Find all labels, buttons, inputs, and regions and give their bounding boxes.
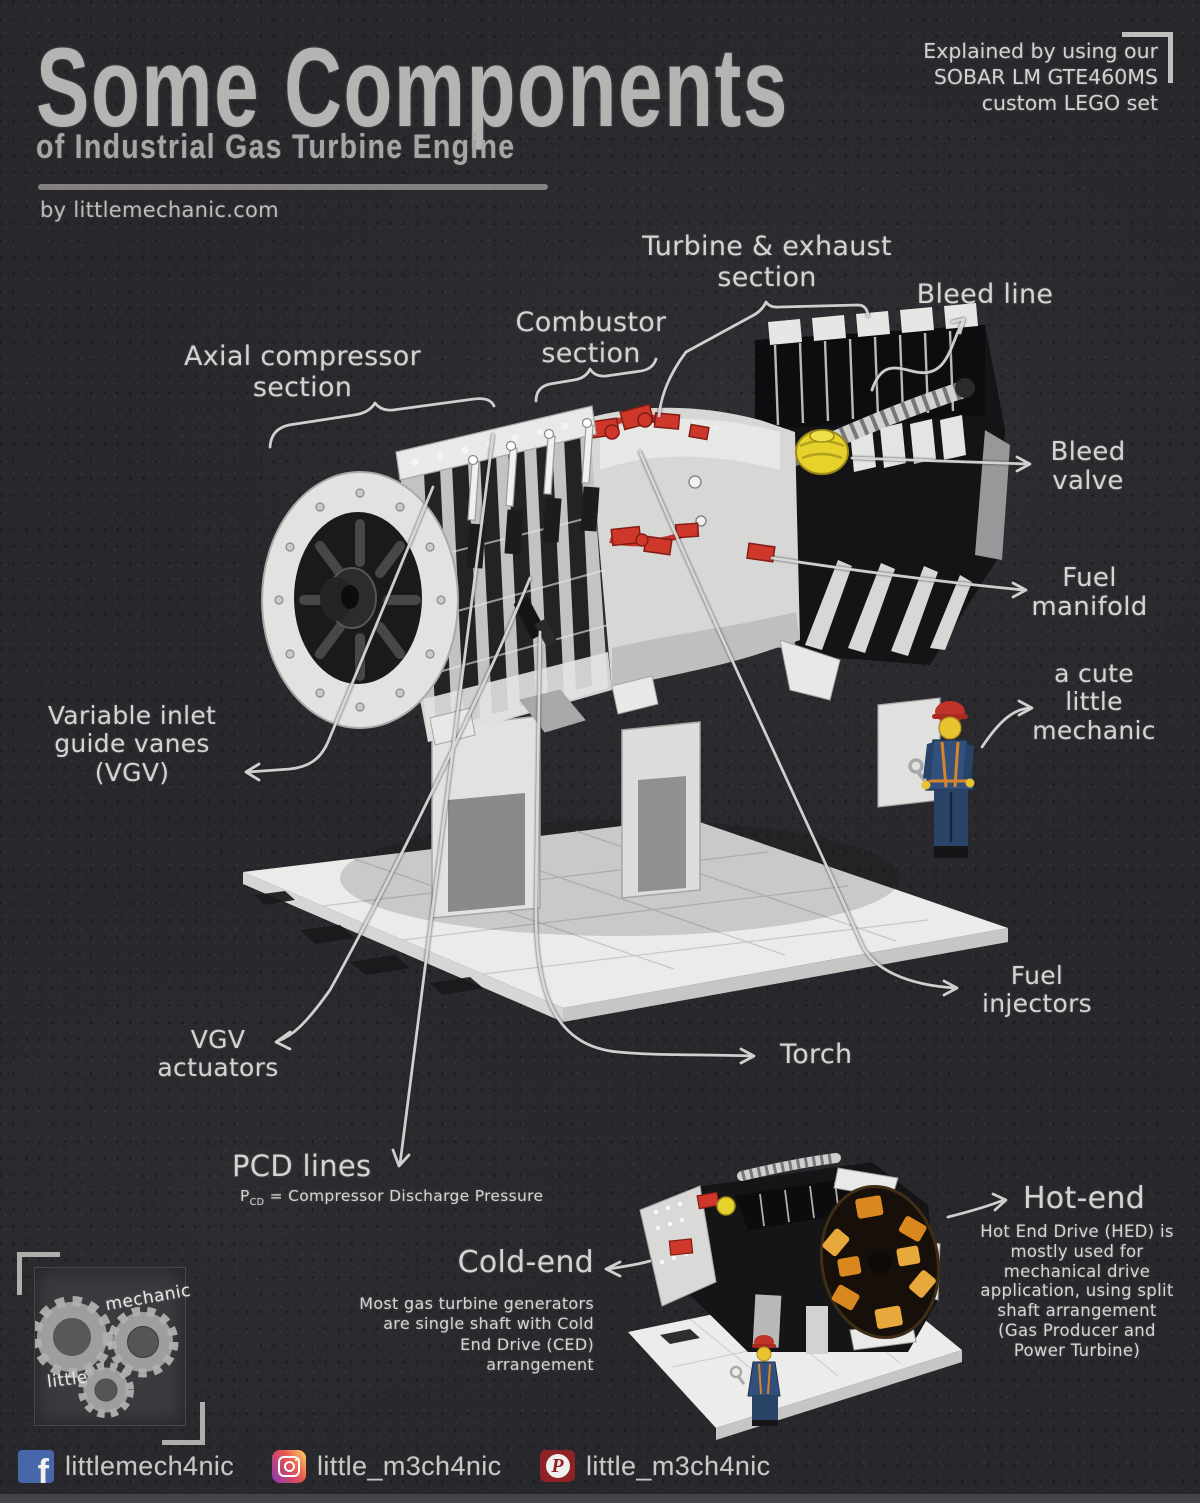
axial-compressor-brace (268, 397, 496, 449)
fuel-manifold-leader-line (770, 556, 1028, 599)
label-fuel-manifold: Fuel manifold (1031, 563, 1148, 623)
bleed-valve-knob (795, 429, 849, 475)
torch-igniter (513, 596, 558, 648)
engine-intake-face (261, 471, 459, 729)
hot-end-arrow (946, 1192, 1008, 1219)
combustor-section (588, 407, 800, 690)
bleed-valve-leader-line (850, 455, 1032, 473)
engine-stands (431, 697, 941, 919)
pinterest-icon: P (540, 1450, 575, 1482)
label-combustor-section: Combustor section (515, 307, 667, 369)
facebook-icon: f (18, 1449, 54, 1483)
instagram-camera-glyph (278, 1455, 300, 1477)
vgv-actuators-leader-line (274, 576, 532, 1051)
label-axial-compressor-section: Axial compressor section (183, 341, 422, 403)
corner-bracket-icon (1122, 32, 1173, 83)
cold-end-arrow (604, 1259, 652, 1278)
mechanic-arrow (980, 699, 1034, 749)
minifig-mechanic (908, 701, 975, 858)
combustor-brace (534, 357, 658, 403)
little-mechanic-logo: mechanic little (35, 1268, 192, 1425)
instagram-icon (272, 1449, 306, 1483)
label-bleed-valve: Bleed valve (1050, 437, 1126, 497)
small-lego-engine-photo (628, 1153, 962, 1440)
byline: by littlemechanic.com (40, 198, 279, 222)
page-subtitle: of Industrial Gas Turbine Engine (36, 128, 516, 166)
label-bleed-line: Bleed line (916, 279, 1054, 310)
torch-leader-line (534, 630, 756, 1065)
small-minifig-mechanic (729, 1335, 781, 1426)
social-facebook[interactable]: f littlemech4nic (18, 1446, 234, 1486)
label-turbine-exhaust-section: Turbine & exhaust section (642, 231, 892, 293)
logo-corner-bracket-icon (162, 1402, 205, 1445)
page-title: Some Components (36, 25, 789, 151)
label-pcd-definition: PCD = Compressor Discharge Pressure (240, 1187, 544, 1209)
pcd-leader-line (391, 433, 495, 1168)
fuel-manifold-red-pipes (588, 403, 776, 563)
label-fuel-injectors: Fuel injectors (982, 961, 1092, 1019)
label-vgv-actuators: VGV actuators (157, 1025, 279, 1083)
instagram-handle[interactable]: little_m3ch4nic (317, 1450, 502, 1481)
lego-set-note: Explained by using our SOBAR LM GTE460MS… (923, 39, 1158, 115)
bleed-line-arrow (870, 317, 966, 392)
social-instagram[interactable]: little_m3ch4nic (272, 1446, 502, 1486)
title-underline (38, 184, 548, 190)
gears-icon (35, 1296, 179, 1418)
label-cute-mechanic: a cute little mechanic (1032, 659, 1156, 745)
label-vgv: Variable inlet guide vanes (VGV) (47, 701, 217, 787)
label-pcd-lines: PCD lines (232, 1149, 372, 1183)
pinterest-handle[interactable]: little_m3ch4nic (586, 1450, 771, 1481)
label-cold-end: Cold-end (457, 1245, 594, 1280)
fuel-injectors-red-parts (609, 522, 700, 556)
board-bottom-edge (0, 1494, 1200, 1503)
label-cold-end-description: Most gas turbine generators are single s… (359, 1294, 594, 1375)
facebook-handle[interactable]: littlemech4nic (65, 1450, 235, 1481)
label-hot-end: Hot-end (1022, 1181, 1146, 1216)
logo-corner-bracket-icon (17, 1252, 60, 1295)
vgv-leader-line (244, 485, 435, 782)
label-hot-end-description: Hot End Drive (HED) is mostly used for m… (980, 1222, 1174, 1360)
turbine-exhaust-brace (657, 300, 870, 418)
social-pinterest[interactable]: P little_m3ch4nic (540, 1446, 771, 1486)
label-torch: Torch (780, 1039, 853, 1070)
fuel-injectors-leader-line (638, 450, 959, 997)
annotation-lines (244, 300, 1034, 1278)
support-arms (429, 639, 841, 746)
vgv-actuator-rods (466, 417, 600, 569)
main-lego-engine-photo (243, 303, 1010, 1022)
